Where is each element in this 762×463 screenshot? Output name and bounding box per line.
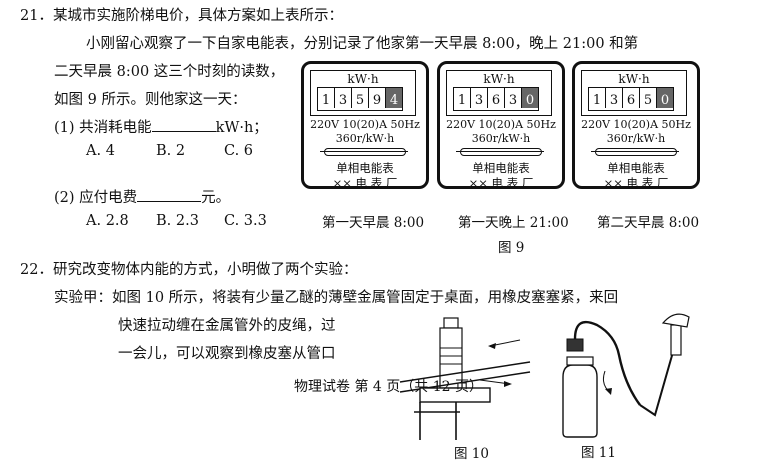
- q21-part1-option-c: C. 6: [224, 143, 254, 159]
- q21-part1-option-b: B. 2: [156, 143, 186, 159]
- meter-factory: ×× 电 表 厂: [603, 176, 669, 190]
- q21-line3: 二天早晨 8:00 这三个时刻的读数，: [54, 64, 285, 80]
- q21-part2-option-c: C. 3.3: [224, 213, 267, 229]
- q21-part2-option-b: B. 2.3: [156, 213, 199, 229]
- q21-part1: (1) 共消耗电能 kW·h；: [54, 116, 268, 137]
- digit: 4: [386, 88, 402, 108]
- meter-name: 单相电能表: [472, 161, 530, 175]
- meter-arrow: [591, 151, 679, 152]
- meter-3-caption: 第二天早晨 8:00: [597, 215, 700, 231]
- meter-name: 单相电能表: [607, 161, 665, 175]
- q21-part2-prefix: (2) 应付电费: [54, 190, 138, 206]
- meter-arrow: [456, 151, 544, 152]
- meter-unit: kW·h: [347, 72, 379, 86]
- meter-unit: kW·h: [483, 72, 515, 86]
- digit: 3: [505, 88, 522, 108]
- digit: 3: [606, 88, 623, 108]
- figure-10-illustration: [399, 317, 531, 440]
- figure-9-label: 图 9: [498, 240, 525, 256]
- figure-10-label: 图 10: [454, 446, 489, 462]
- q22-line4: 一会儿，可以观察到橡皮塞从管口: [118, 346, 336, 362]
- q22-line3: 快速拉动缠在金属管外的皮绳，过: [118, 318, 336, 334]
- meter-factory: ×× 电 表 厂: [468, 176, 534, 190]
- meter-rate: 360r/kW·h: [335, 132, 395, 145]
- meter-1-caption: 第一天早晨 8:00: [322, 215, 425, 231]
- figure-11-label: 图 11: [581, 445, 616, 461]
- q22-line1: 22．研究改变物体内能的方式，小明做了两个实验：: [20, 262, 358, 278]
- meter-unit: kW·h: [618, 72, 650, 86]
- digit: 0: [657, 88, 673, 108]
- digit: 1: [589, 88, 606, 108]
- figure-11-illustration: [562, 313, 690, 438]
- q21-part1-option-a: A. 4: [86, 143, 115, 159]
- meter-arrow: [320, 151, 408, 152]
- digit: 1: [454, 88, 471, 108]
- digit: 3: [335, 88, 352, 108]
- meter-2-caption: 第一天晚上 21:00: [458, 215, 569, 231]
- q21-line2: 小刚留心观察了一下自家电能表，分别记录了他家第一天早晨 8:00，晚上 21:0…: [86, 36, 639, 52]
- answer-blank[interactable]: [137, 187, 202, 202]
- meter-disc-window: [460, 148, 542, 156]
- digit: 0: [522, 88, 538, 108]
- meter-factory: ×× 电 表 厂: [332, 176, 398, 190]
- q21-part1-prefix: (1) 共消耗电能: [54, 120, 152, 136]
- meter-disc-window: [324, 148, 406, 156]
- meter-name: 单相电能表: [336, 161, 394, 175]
- meter-disc-window: [595, 148, 677, 156]
- meter-spec: 220V 10(20)A 50Hz: [446, 118, 556, 131]
- digit: 5: [640, 88, 657, 108]
- q21-part2-suffix: 元。: [201, 190, 231, 206]
- digit: 6: [488, 88, 505, 108]
- q21-line1: 21．某城市实施阶梯电价，具体方案如上表所示：: [20, 8, 343, 24]
- digit: 9: [369, 88, 386, 108]
- q21-part2-option-a: A. 2.8: [86, 213, 129, 229]
- page-footer: 物理试卷 第 4 页（共 12 页）: [294, 379, 483, 395]
- answer-blank[interactable]: [151, 117, 216, 132]
- meter-rate: 360r/kW·h: [606, 132, 666, 145]
- digit: 3: [471, 88, 488, 108]
- q21-line4: 如图 9 所示。则他家这一天：: [54, 92, 247, 108]
- meter-rate: 360r/kW·h: [471, 132, 531, 145]
- q22-line2: 实验甲：如图 10 所示，将装有少量乙醚的薄壁金属管固定于桌面，用橡皮塞塞紧，来…: [54, 290, 619, 306]
- digit: 1: [318, 88, 335, 108]
- meter-spec: 220V 10(20)A 50Hz: [310, 118, 420, 131]
- meter-spec: 220V 10(20)A 50Hz: [581, 118, 691, 131]
- q21-part1-suffix: kW·h；: [215, 120, 268, 136]
- digit: 6: [623, 88, 640, 108]
- q21-part2: (2) 应付电费 元。: [54, 186, 230, 207]
- digit: 5: [352, 88, 369, 108]
